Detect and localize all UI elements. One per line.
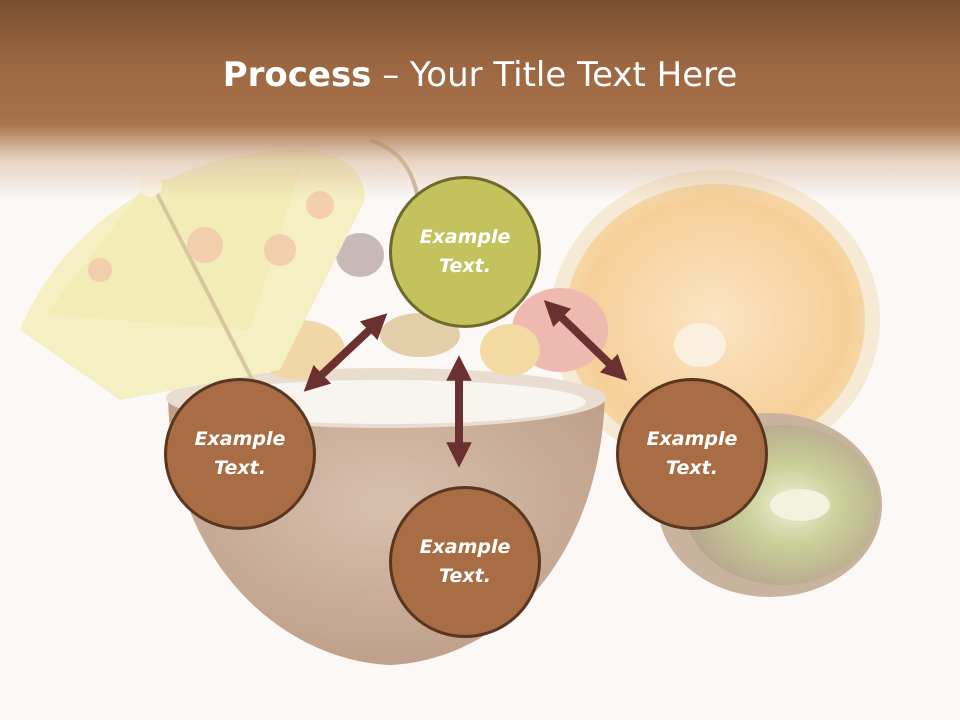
process-node-bottom[interactable]: Example Text. <box>389 486 541 638</box>
cocktail-umbrella <box>20 150 365 400</box>
title-rest-part: – Your Title Text Here <box>371 55 738 95</box>
slide-title[interactable]: Process – Your Title Text Here <box>0 50 960 100</box>
process-node-left[interactable]: Example Text. <box>164 378 316 530</box>
process-node-right[interactable]: Example Text. <box>616 378 768 530</box>
orange-slice <box>550 170 880 470</box>
process-node-top[interactable]: Example Text. <box>389 176 541 328</box>
arrow-left-top <box>303 313 388 392</box>
process-node-left-label: Example Text. <box>194 428 286 479</box>
process-node-top-label: Example Text. <box>419 226 511 277</box>
title-bold-part: Process <box>222 55 372 95</box>
process-node-bottom-label: Example Text. <box>419 536 511 587</box>
arrow-right-top <box>543 300 628 381</box>
process-node-right-label: Example Text. <box>646 428 738 479</box>
header-band <box>0 0 960 200</box>
